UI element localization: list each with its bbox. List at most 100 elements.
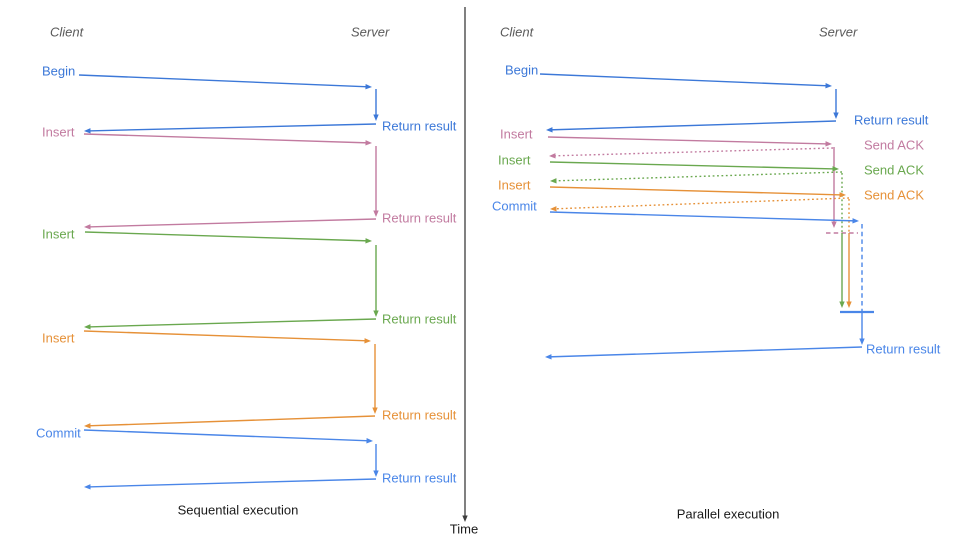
begin-return-label: Return result [382,119,457,134]
parallel-execution-insert2-ack [550,171,843,184]
time-axis-label: Time [450,522,478,537]
parallel-execution-begin-return-line [549,120,837,131]
insert1-return-label: Return result [382,211,457,226]
sequential-execution-begin-request-line [78,74,369,88]
insert3-label: Insert [498,178,531,193]
insert1-label: Insert [42,125,75,140]
sequential-execution-commit-processing [373,444,379,477]
insert3-ack-label: Send ACK [864,188,924,203]
insert3-label: Insert [42,331,75,346]
parallel-execution-commit-request-line [549,211,856,222]
parallel-execution-insert1-request-line [547,136,829,145]
parallel-execution-insert1-request [547,136,832,147]
parallel-execution-insert2-request [549,161,839,172]
sequential-execution-commit-return-line [87,478,377,488]
sequential-execution-insert1-return-arrowhead [84,224,91,230]
parallel-execution-begin-request-line [539,73,829,87]
parallel-execution-insert3-processing [846,233,852,308]
sequential-execution-insert3-return-arrowhead [84,423,91,429]
parallel-execution-begin-request-arrowhead [825,83,832,89]
parallel-execution-commit-request-arrowhead [852,218,859,224]
sequential-execution-insert2-request [84,231,372,244]
sequential-execution-begin-request-arrowhead [365,84,372,90]
insert2-label: Insert [498,153,531,168]
sequential-execution-insert3-request-line [83,330,368,342]
parallel-execution-commit-return-line [548,346,863,358]
time-axis-line [462,7,468,522]
client-header: Client [500,25,535,40]
parallel-execution-insert1-processing [831,147,837,228]
parallel-execution-begin-return [546,120,837,133]
sequential-execution-begin-request [78,74,372,90]
parallel-execution-insert2-processing-arrowhead [839,301,845,308]
sequential-execution-insert1-processing-arrowhead [373,210,379,217]
client-header: Client [50,25,85,40]
parallel-execution-insert1-request-arrowhead [825,141,832,147]
sequential-execution-insert1-request [83,133,372,146]
insert2-return-label: Return result [382,312,457,327]
sequential-execution-begin-return-arrowhead [84,128,91,134]
parallel-execution-insert2-ack-line [553,171,843,182]
sequential-execution-insert2-return-arrowhead [84,324,91,330]
sequential-execution-begin-processing [373,89,379,121]
sequential-execution-commit-return-arrowhead [84,484,91,490]
commit-label: Commit [492,199,537,214]
parallel-execution-insert1-ack-arrowhead [549,153,556,159]
sequential-execution-begin-processing-arrowhead [373,114,379,121]
sequential-execution-commit-return [84,478,377,490]
commit-return-label: Return result [866,342,941,357]
diagram-title: Parallel execution [677,507,780,522]
parallel-execution-insert3-ack-arrowhead [550,206,557,212]
parallel-execution-insert1-processing-arrowhead [831,221,837,228]
parallel-execution-insert3-processing-arrowhead [846,301,852,308]
server-header: Server [819,25,858,40]
sequential-execution-insert3-processing [372,344,378,414]
sequential-execution-insert3-return [84,415,376,429]
insert2-ack-label: Send ACK [864,163,924,178]
insert1-ack-label: Send ACK [864,138,924,153]
parallel-execution-insert3-ack [550,197,850,212]
parallel-execution-begin-request [539,73,832,89]
parallel-execution-insert3-ack-line [553,197,850,210]
insert2-label: Insert [42,227,75,242]
parallel-execution-insert3-request-arrowhead [839,192,846,198]
sequential-execution-commit-processing-arrowhead [373,470,379,477]
sequential-execution-insert1-return [84,218,377,230]
parallel-execution-begin-return-arrowhead [546,127,553,133]
parallel-execution-insert1-ack [549,147,834,159]
begin-label: Begin [42,64,75,79]
parallel-execution-commit-return [545,346,863,360]
sequential-execution-insert2-request-arrowhead [365,238,372,244]
sequential-execution-insert1-processing [373,146,379,217]
parallel-execution-insert3-request-line [549,186,843,196]
parallel-execution-commit-processing-arrowhead [859,338,865,345]
sequential-execution-insert2-processing [373,245,379,317]
parallel-execution-insert2-ack-arrowhead [550,178,557,184]
parallel-execution-insert3-request [549,186,846,198]
sequential-execution-insert3-request [83,330,371,344]
sequential-execution-insert3-processing-arrowhead [372,407,378,414]
sequential-execution-begin-return [84,123,377,134]
sequential-execution-insert1-return-line [87,218,377,228]
parallel-execution-insert2-processing [839,233,845,308]
diagram-title: Sequential execution [178,503,299,518]
parallel-execution-commit-return-arrowhead [545,354,552,360]
parallel-execution-begin-processing-arrowhead [833,112,839,119]
sequential-execution-insert1-request-arrowhead [365,140,372,146]
insert1-label: Insert [500,127,533,142]
sequential-execution-insert2-return-line [87,318,377,328]
commit-return-label: Return result [382,471,457,486]
server-header: Server [351,25,390,40]
sequential-execution-begin-return-line [87,123,377,132]
commit-label: Commit [36,426,81,441]
parallel-execution-begin-processing [833,89,839,119]
sequential-execution-commit-request-arrowhead [366,438,373,444]
sequential-execution-insert2-return [84,318,377,330]
sequential-execution-commit-request-line [83,429,370,442]
parallel-execution-insert2-request-arrowhead [832,166,839,172]
sequential-execution-insert2-processing-arrowhead [373,310,379,317]
